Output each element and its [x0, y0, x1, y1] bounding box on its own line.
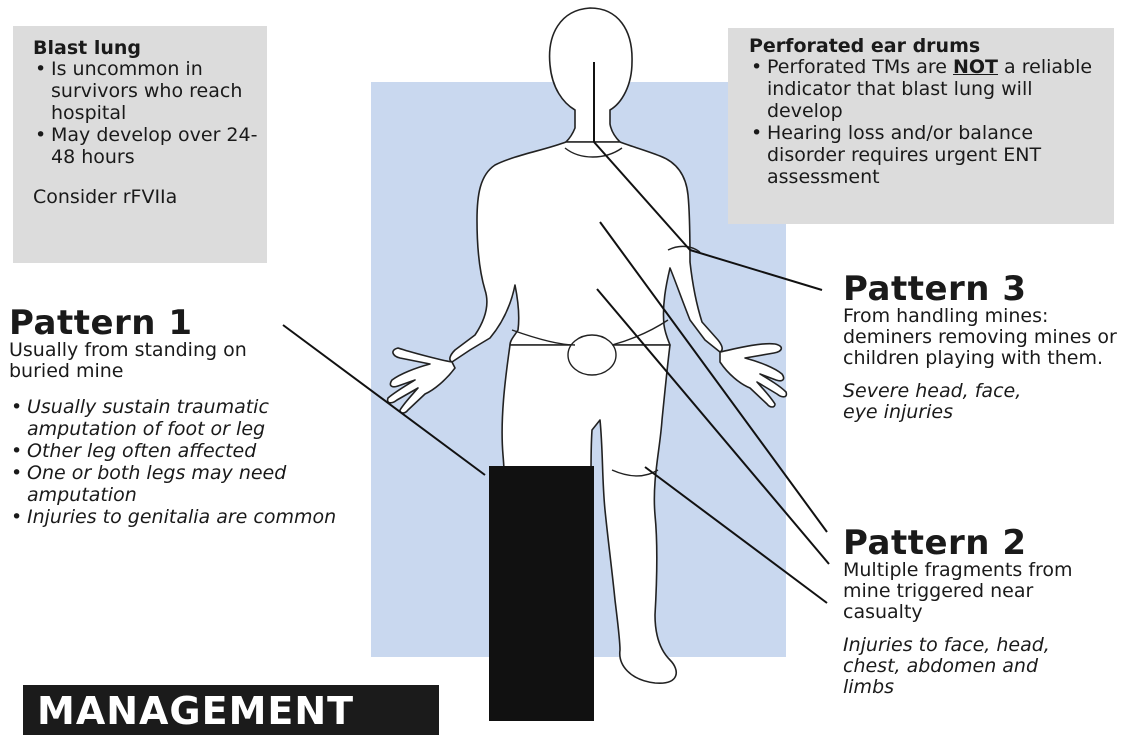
list-item: May develop over 24-48 hours: [33, 124, 258, 168]
list-item: Hearing loss and/or balance disorder req…: [749, 122, 1104, 188]
blast-lung-title: Blast lung: [33, 38, 258, 58]
pattern2-block: Pattern 2 Multiple fragments from mine t…: [843, 526, 1103, 698]
pattern2-description: Multiple fragments from mine triggered n…: [843, 560, 1083, 623]
ear-drums-list: Perforated TMs are NOT a reliable indica…: [749, 56, 1104, 188]
pattern2-injuries: Injuries to face, head, chest, abdomen a…: [843, 635, 1073, 698]
list-item: Is uncommon in survivors who reach hospi…: [33, 58, 258, 124]
emphasis-not: NOT: [953, 56, 998, 78]
list-item: One or both legs may need amputation: [9, 462, 354, 506]
pointer-leg: [645, 467, 827, 603]
bullet-text: Perforated TMs are: [767, 56, 953, 78]
blast-lung-note: Consider rFVIIa: [33, 186, 258, 208]
pattern3-block: Pattern 3 From handling mines: deminers …: [843, 272, 1118, 423]
blast-lung-list: Is uncommon in survivors who reach hospi…: [33, 58, 258, 168]
ear-drums-box: Perforated ear drums Perforated TMs are …: [728, 28, 1114, 224]
list-item: Perforated TMs are NOT a reliable indica…: [749, 56, 1104, 122]
pelvis-marker: [568, 335, 616, 375]
pattern3-description: From handling mines: deminers removing m…: [843, 306, 1118, 369]
pattern3-injuries: Severe head, face, eye injuries: [843, 381, 1043, 423]
management-banner: MANAGEMENT: [23, 685, 439, 735]
pattern3-title: Pattern 3: [843, 272, 1118, 306]
pattern1-description: Usually from standing on buried mine: [9, 340, 279, 382]
list-item: Other leg often affected: [9, 440, 354, 462]
pattern1-title: Pattern 1: [9, 306, 349, 340]
pattern1-block: Pattern 1 Usually from standing on burie…: [9, 306, 349, 528]
list-item: Injuries to genitalia are common: [9, 506, 354, 528]
list-item: Usually sustain traumatic amputation of …: [9, 396, 354, 440]
ear-drums-title: Perforated ear drums: [749, 36, 1104, 56]
management-heading: MANAGEMENT: [37, 689, 354, 733]
redaction-bar: [489, 466, 594, 721]
pointer-pattern3: [690, 250, 822, 290]
blast-lung-box: Blast lung Is uncommon in survivors who …: [13, 26, 267, 263]
pattern2-title: Pattern 2: [843, 526, 1103, 560]
pattern1-list: Usually sustain traumatic amputation of …: [9, 396, 354, 528]
